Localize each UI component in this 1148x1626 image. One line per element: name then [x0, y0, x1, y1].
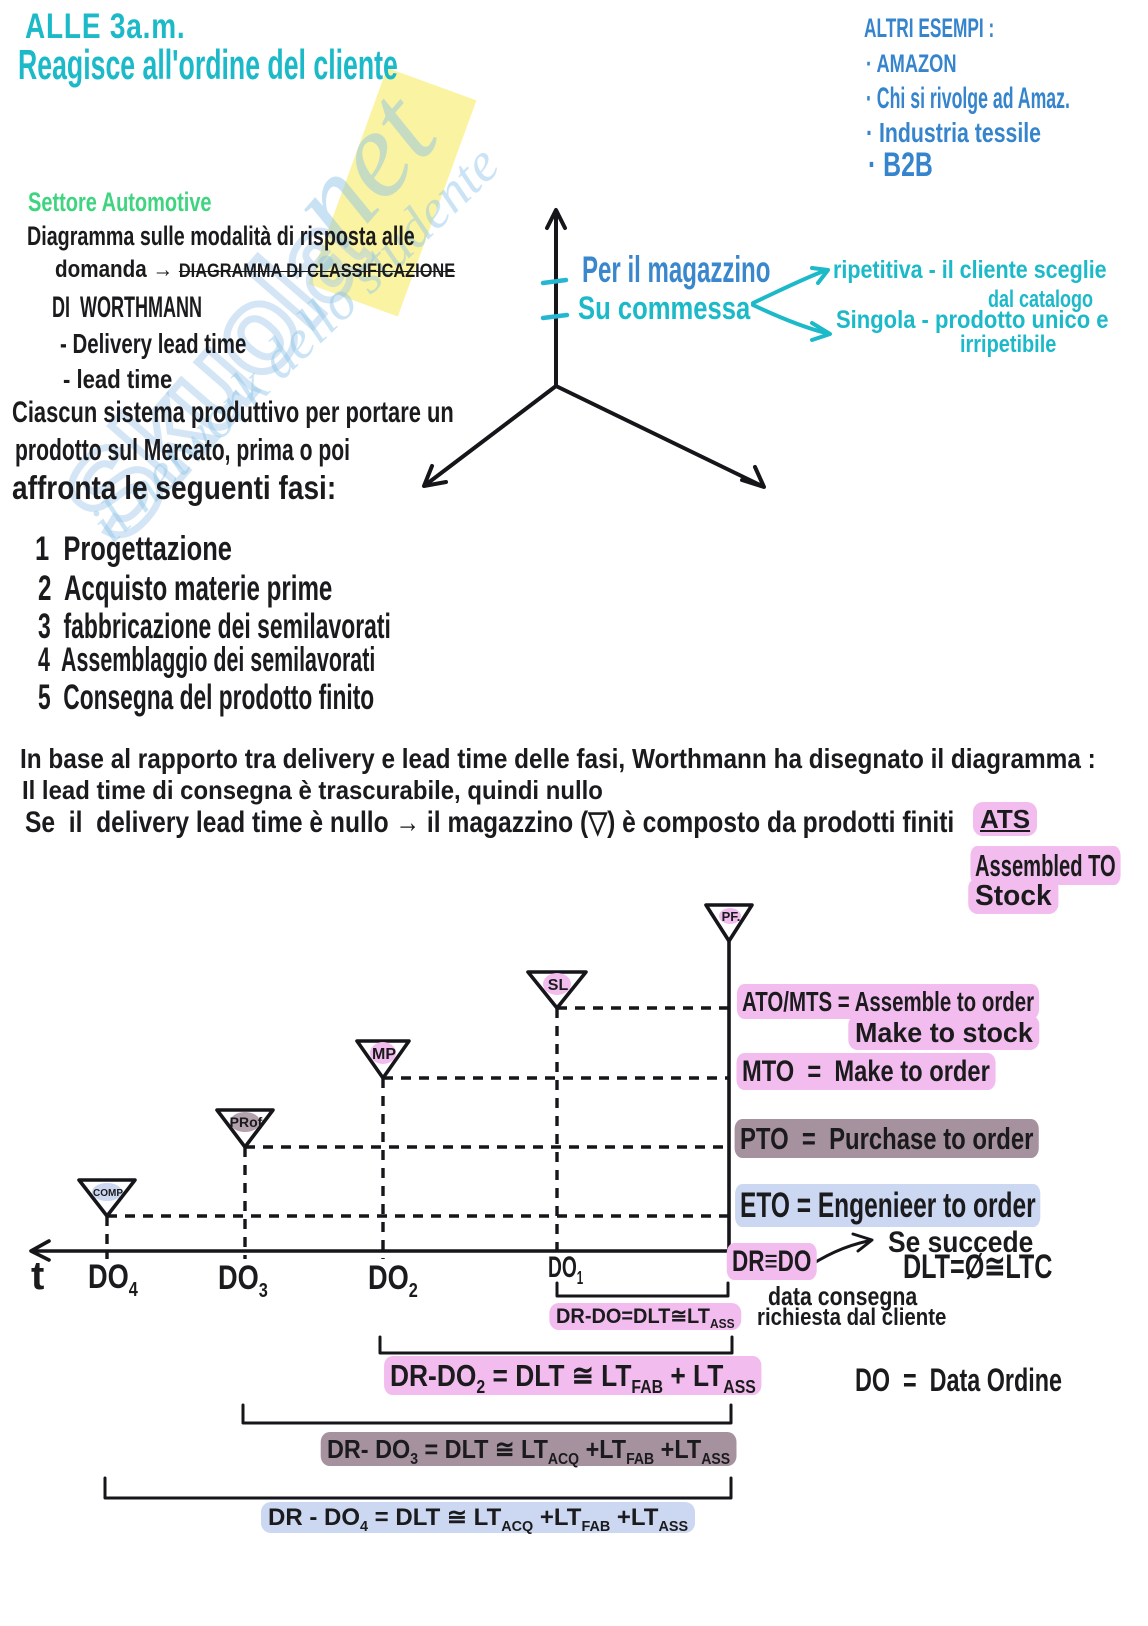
- svg-text:COMP: COMP: [93, 1188, 123, 1199]
- svg-text:PRof: PRof: [230, 1114, 263, 1130]
- svg-text:SL: SL: [548, 977, 569, 994]
- svg-text:PF.: PF.: [722, 909, 741, 924]
- svg-text:MP: MP: [372, 1046, 396, 1063]
